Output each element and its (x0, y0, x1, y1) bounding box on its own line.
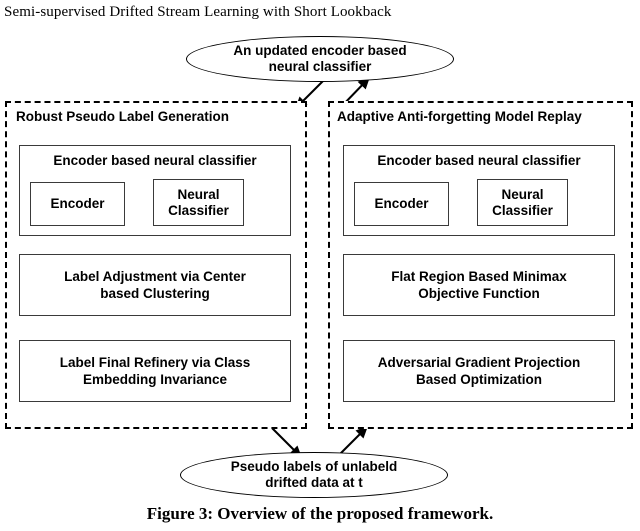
encoder-box-right: Encoder (354, 182, 449, 226)
running-head: Semi-supervised Drifted Stream Learning … (4, 4, 392, 20)
box-label-adjustment-line2: based Clustering (100, 286, 210, 301)
box-label-refinery-line1: Label Final Refinery via Class (59, 355, 251, 370)
box-flat-region-minimax-objective: Flat Region Based Minimax Objective Func… (343, 254, 615, 316)
box-adversarial-line2: Based Optimization (415, 372, 542, 387)
group-box-right-title: Encoder based neural classifier (377, 153, 581, 168)
bottom-ellipse-line2: drifted data at t (265, 475, 363, 490)
encoder-box-left: Encoder (30, 182, 125, 226)
box-label-adjustment-center-clustering: Label Adjustment via Center based Cluste… (19, 254, 291, 316)
bottom-ellipse-pseudo-labels: Pseudo labels of unlabeld drifted data a… (180, 452, 448, 498)
panel-left-title: Robust Pseudo Label Generation (16, 109, 230, 124)
box-minimax-line2: Objective Function (418, 286, 540, 301)
neural-classifier-box-right: Neural Classifier (477, 179, 568, 226)
box-label-final-refinery-class-embedding: Label Final Refinery via Class Embedding… (19, 340, 291, 402)
top-ellipse-line1: An updated encoder based (233, 43, 407, 58)
bottom-ellipse-line1: Pseudo labels of unlabeld (230, 459, 398, 474)
top-ellipse-line2: neural classifier (268, 59, 372, 74)
box-label-adjustment-line1: Label Adjustment via Center (64, 269, 246, 284)
figure-caption: Figure 3: Overview of the proposed frame… (146, 504, 494, 523)
neural-classifier-right-line2: Classifier (492, 202, 553, 218)
box-adversarial-gradient-projection: Adversarial Gradient Projection Based Op… (343, 340, 615, 402)
group-box-encoder-classifier-right: Encoder based neural classifier Encoder … (343, 145, 615, 236)
box-minimax-line1: Flat Region Based Minimax (391, 269, 567, 284)
top-ellipse-updated-encoder-classifier: An updated encoder based neural classifi… (186, 36, 454, 82)
group-box-encoder-classifier-left: Encoder based neural classifier Encoder … (19, 145, 291, 236)
neural-classifier-left-line1: Neural (177, 186, 220, 202)
group-box-left-title: Encoder based neural classifier (53, 153, 257, 168)
box-adversarial-line1: Adversarial Gradient Projection (377, 355, 581, 370)
neural-classifier-right-line1: Neural (501, 186, 544, 202)
neural-classifier-box-left: Neural Classifier (153, 179, 244, 226)
panel-right-title: Adaptive Anti-forgetting Model Replay (337, 109, 582, 124)
neural-classifier-left-line2: Classifier (168, 202, 229, 218)
box-label-refinery-line2: Embedding Invariance (82, 372, 228, 387)
